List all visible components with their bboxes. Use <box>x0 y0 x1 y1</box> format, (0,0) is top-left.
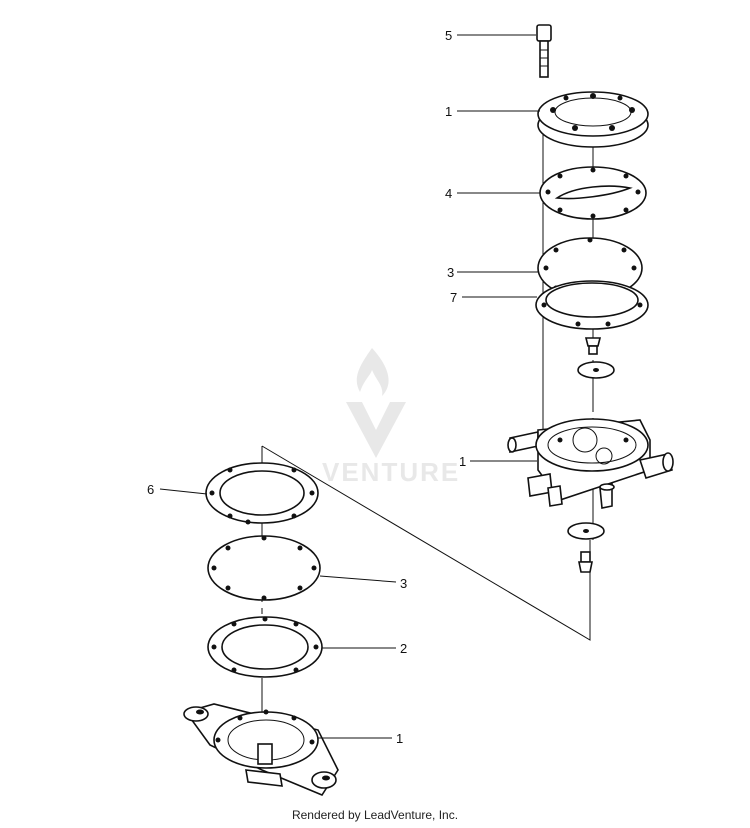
watermark-text: VENTURE <box>322 457 460 487</box>
gasket-ring-left-part <box>207 616 323 678</box>
callout-1-top-cover: 1 <box>445 104 452 119</box>
check-valve-lower <box>578 551 593 573</box>
leader-3b <box>319 575 397 583</box>
assembly-connector-line <box>261 445 591 641</box>
callout-3-upper: 3 <box>447 265 454 280</box>
gasket-ring-part <box>535 280 649 330</box>
pump-base-left <box>183 703 339 796</box>
gasket-left-part <box>205 462 319 525</box>
callout-7: 7 <box>450 290 457 305</box>
valve-gasket-part <box>539 166 647 220</box>
washer-upper <box>577 361 615 379</box>
callout-5: 5 <box>445 28 452 43</box>
callout-1-pump-body: 1 <box>459 454 466 469</box>
watermark-logo: VENTURE <box>322 348 460 487</box>
callout-3-lower: 3 <box>400 576 407 591</box>
pump-body-right <box>507 418 674 509</box>
callout-6: 6 <box>147 482 154 497</box>
check-valve-upper <box>584 337 602 355</box>
callout-2: 2 <box>400 641 407 656</box>
footer-credit: Rendered by LeadVenture, Inc. <box>291 808 459 822</box>
callout-1-pump-base: 1 <box>396 731 403 746</box>
screw-part <box>536 24 552 78</box>
leader-6 <box>159 488 208 495</box>
diaphragm-lower-part <box>207 535 321 601</box>
washer-lower <box>567 522 605 540</box>
top-cover-part <box>537 91 649 148</box>
callout-4: 4 <box>445 186 452 201</box>
